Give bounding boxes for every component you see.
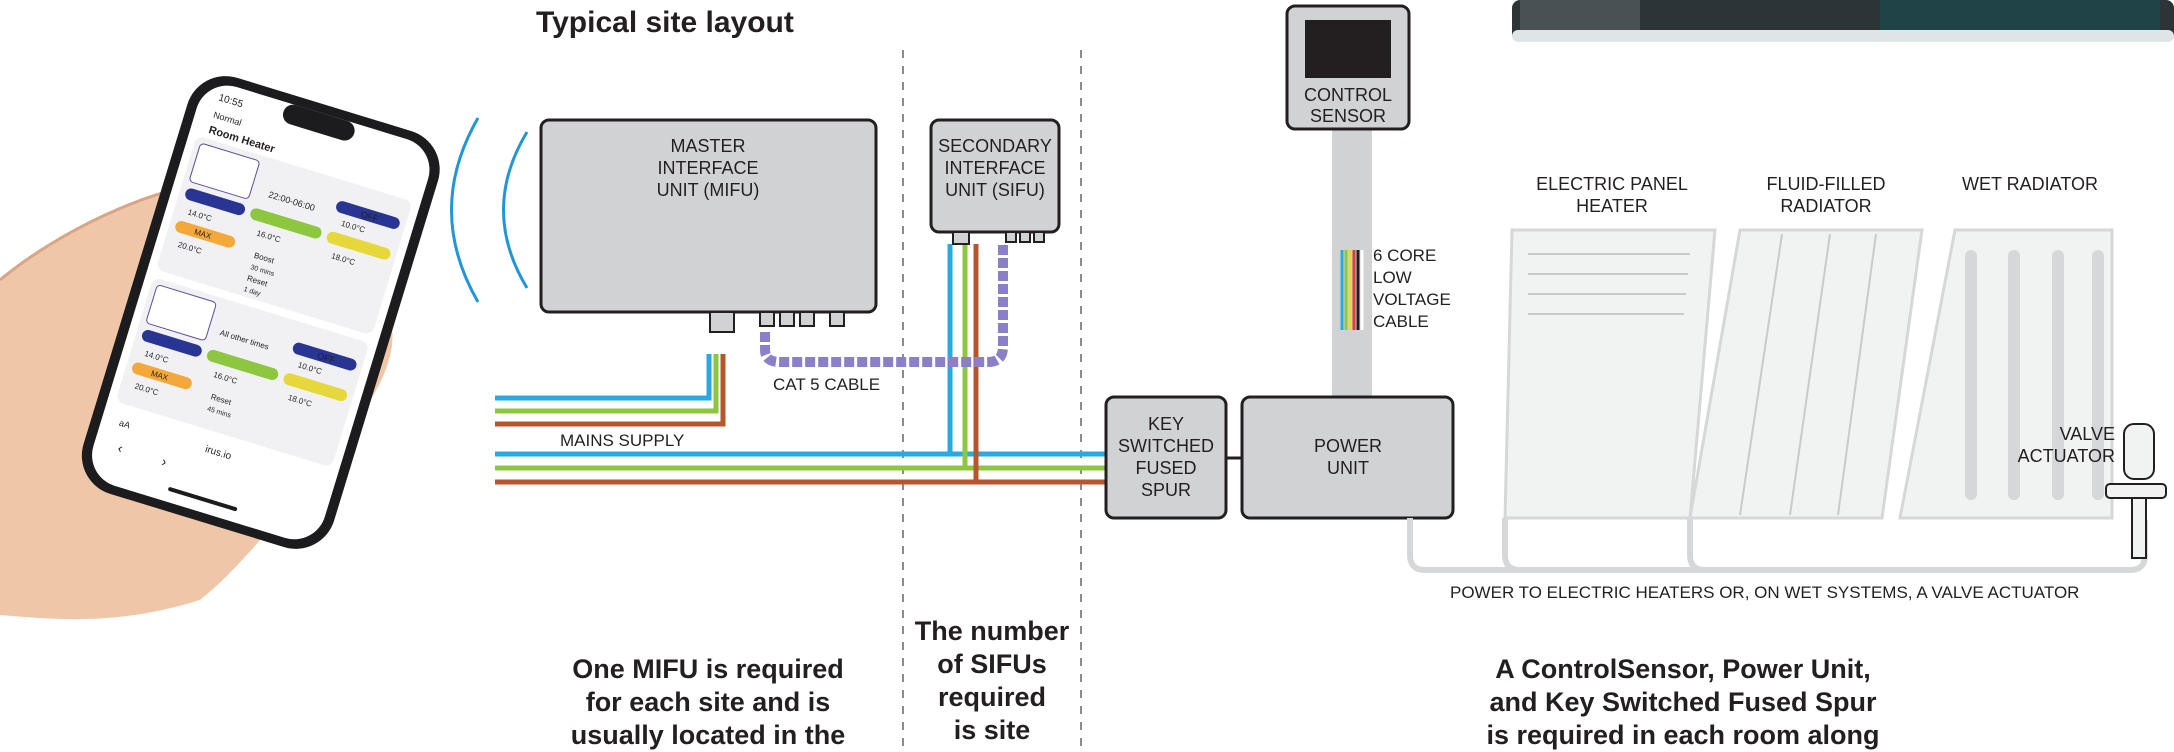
mifu-label-line3: UNIT (MIFU)	[657, 180, 760, 200]
fluid-filled-label-line2: RADIATOR	[1780, 196, 1871, 216]
sifu-label-line3: UNIT (SIFU)	[945, 180, 1045, 200]
caption-sifu-line3: required	[938, 682, 1046, 712]
fluid-filled-label-line1: FLUID-FILLED	[1766, 174, 1885, 194]
power-unit-label-line1: POWER	[1314, 436, 1382, 456]
caption-mifu-line3: usually located in the	[571, 720, 846, 750]
valve-actuator	[2105, 423, 2167, 559]
caption-mifu-line1: One MIFU is required	[572, 654, 844, 684]
fluid-filled-radiator	[1688, 228, 1924, 520]
six-core-label-line2: LOW	[1373, 268, 1412, 287]
room-photo	[1512, 0, 2174, 42]
sifu-unit: SECONDARY INTERFACE UNIT (SIFU)	[929, 118, 1061, 245]
six-core-label-line3: VOLTAGE	[1373, 290, 1451, 309]
sifu-label-line2: INTERFACE	[944, 158, 1045, 178]
mifu-label-line1: MASTER	[670, 136, 745, 156]
control-sensor-label-line1: CONTROL	[1304, 85, 1392, 105]
electric-panel-label-line1: ELECTRIC PANEL	[1536, 174, 1688, 194]
mifu-label-line2: INTERFACE	[657, 158, 758, 178]
caption-sifu-line1: The number	[915, 616, 1070, 646]
six-core-label-line4: CABLE	[1373, 312, 1429, 331]
power-unit: POWER UNIT	[1240, 395, 1455, 520]
valve-actuator-label-line1: VALVE	[2060, 424, 2115, 444]
wet-radiator-label: WET RADIATOR	[1962, 174, 2098, 194]
electric-panel-heater	[1503, 228, 1717, 520]
cat5-label: CAT 5 CABLE	[773, 375, 880, 394]
valve-actuator-label-line2: ACTUATOR	[2018, 446, 2115, 466]
six-core-label-line1: 6 CORE	[1373, 246, 1436, 265]
caption-room-line1: A ControlSensor, Power Unit,	[1495, 654, 1871, 684]
phone-reset-value-1: 1 day	[243, 286, 262, 298]
power-note: POWER TO ELECTRIC HEATERS OR, ON WET SYS…	[1450, 583, 2079, 602]
caption-room-line3: is required in each room along	[1486, 720, 1879, 750]
power-unit-label-line2: UNIT	[1327, 458, 1369, 478]
spur-label-line3: FUSED	[1135, 458, 1196, 478]
caption-room-line2: and Key Switched Fused Spur	[1489, 687, 1877, 717]
phone: 10:55 Normal Room Heater OFF 22:00-06:00…	[81, 76, 440, 549]
mifu-unit: MASTER INTERFACE UNIT (MIFU)	[539, 118, 878, 333]
control-sensor-label-line2: SENSOR	[1310, 106, 1386, 126]
phone-forward-icon[interactable]: ›	[160, 453, 169, 470]
mains-label: MAINS SUPPLY	[560, 431, 684, 450]
key-switched-fused-spur: KEY SWITCHED FUSED SPUR	[1104, 395, 1228, 520]
phone-back-icon[interactable]: ‹	[116, 440, 125, 457]
caption-sifu-line4: is site	[954, 715, 1031, 745]
control-sensor: CONTROL SENSOR	[1285, 4, 1411, 400]
power-distribution-cable	[1407, 518, 2148, 573]
spur-label-line4: SPUR	[1141, 480, 1191, 500]
electric-panel-label-line2: HEATER	[1576, 196, 1648, 216]
cat5-cable	[760, 244, 1008, 367]
phone-text-size[interactable]: aA	[118, 418, 131, 431]
page-title: Typical site layout	[536, 6, 794, 39]
spur-label-line2: SWITCHED	[1118, 436, 1214, 456]
caption-mifu-line2: for each site and is	[586, 687, 831, 717]
mains-supply-cables	[495, 244, 1107, 485]
sifu-label-line1: SECONDARY	[938, 136, 1052, 156]
caption-sifu-line2: of SIFUs	[937, 649, 1047, 679]
spur-label-line1: KEY	[1148, 414, 1184, 434]
wet-radiator	[1898, 228, 2114, 520]
